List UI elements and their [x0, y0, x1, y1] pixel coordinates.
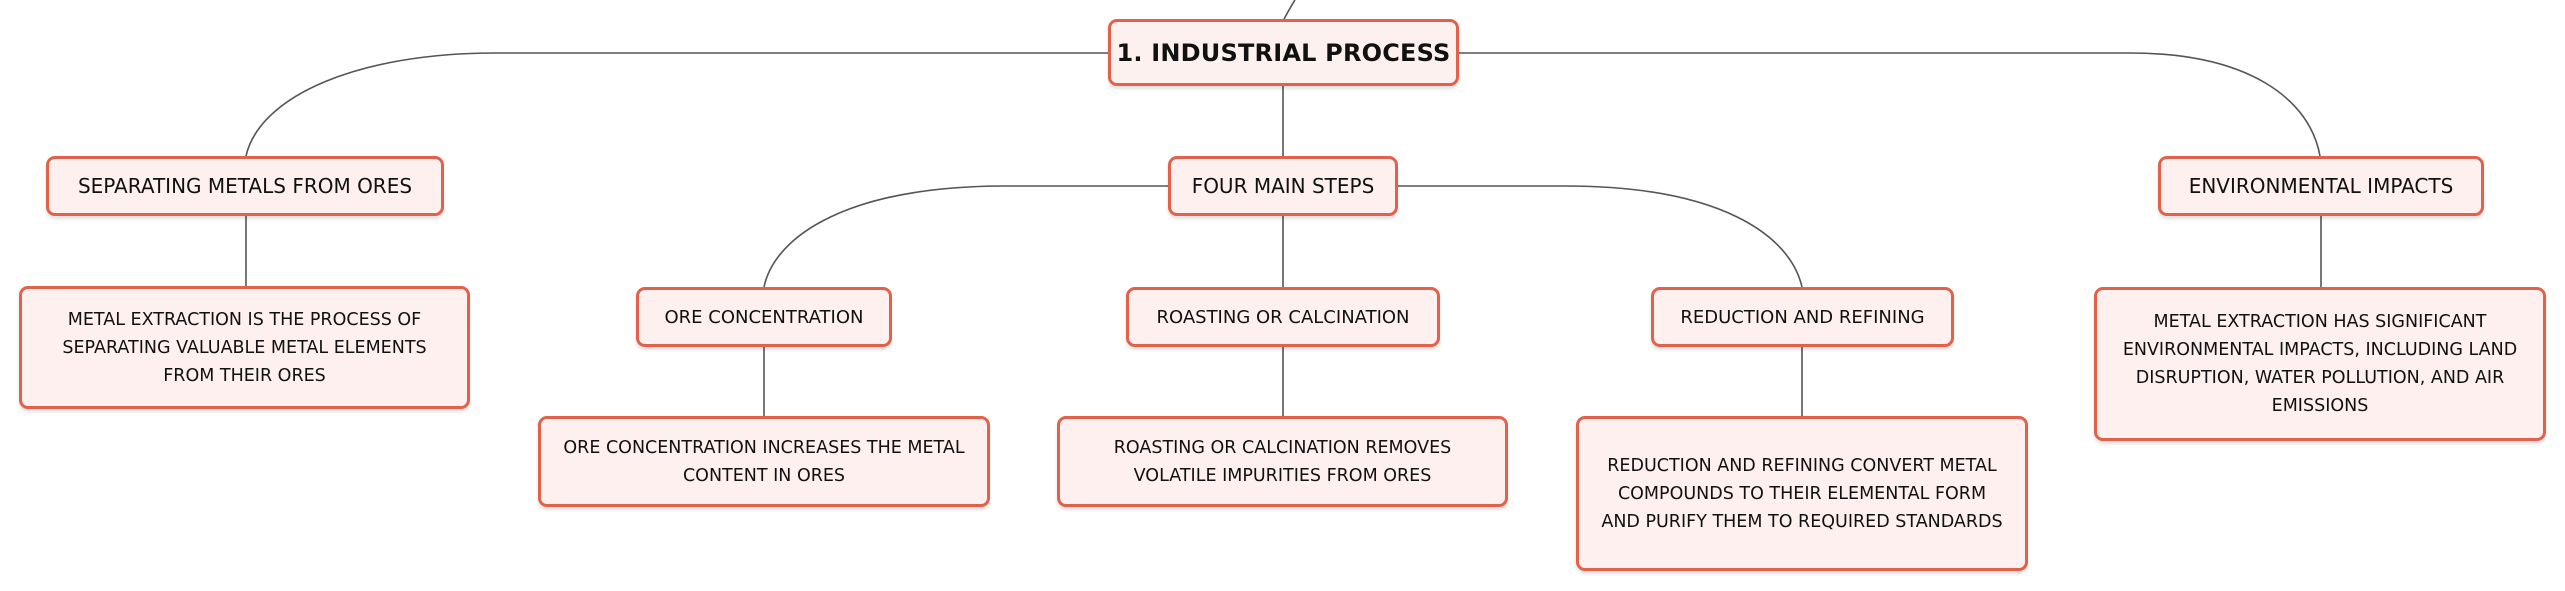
detail-node-roasting-or-calcination[interactable]: ROASTING OR CALCINATION REMOVES VOLATILE… — [1057, 416, 1508, 507]
branch-node-four-main-steps[interactable]: FOUR MAIN STEPS — [1168, 156, 1398, 216]
detail-node-separating-metals[interactable]: METAL EXTRACTION IS THE PROCESS OF SEPAR… — [19, 286, 470, 409]
step-node-roasting-or-calcination[interactable]: ROASTING OR CALCINATION — [1126, 287, 1440, 347]
branch-node-label: ENVIRONMENTAL IMPACTS — [2188, 174, 2454, 198]
root-node[interactable]: 1. INDUSTRIAL PROCESS — [1108, 19, 1459, 86]
detail-node-reduction-and-refining[interactable]: REDUCTION AND REFINING CONVERT METAL COM… — [1576, 416, 2028, 571]
step-node-reduction-and-refining[interactable]: REDUCTION AND REFINING — [1651, 287, 1954, 347]
step-node-label: ROASTING OR CALCINATION — [1156, 306, 1410, 328]
connector-parent-to-root — [1283, 0, 1296, 20]
step-node-ore-concentration[interactable]: ORE CONCENTRATION — [636, 287, 892, 347]
root-node-label: 1. INDUSTRIAL PROCESS — [1116, 38, 1451, 67]
branch-node-label: SEPARATING METALS FROM ORES — [77, 174, 413, 198]
branch-node-label: FOUR MAIN STEPS — [1191, 174, 1375, 198]
detail-node-text: ROASTING OR CALCINATION REMOVES VOLATILE… — [1113, 437, 1452, 486]
detail-node-text: METAL EXTRACTION IS THE PROCESS OF SEPAR… — [62, 309, 427, 386]
detail-node-text: REDUCTION AND REFINING CONVERT METAL COM… — [1601, 455, 2003, 532]
step-node-label: REDUCTION AND REFINING — [1680, 306, 1925, 328]
connector-root-to-separating — [245, 52, 1108, 157]
branch-node-separating-metals[interactable]: SEPARATING METALS FROM ORES — [46, 156, 444, 216]
detail-node-environmental-impacts[interactable]: METAL EXTRACTION HAS SIGNIFICANT ENVIRON… — [2094, 287, 2546, 441]
branch-node-environmental-impacts[interactable]: ENVIRONMENTAL IMPACTS — [2158, 156, 2484, 216]
connector-four-steps-to-ore — [763, 185, 1168, 288]
detail-node-ore-concentration[interactable]: ORE CONCENTRATION INCREASES THE METAL CO… — [538, 416, 990, 507]
connector-four-steps-to-reduction — [1398, 185, 1803, 288]
connector-root-to-environmental — [1459, 52, 2321, 157]
detail-node-text: ORE CONCENTRATION INCREASES THE METAL CO… — [563, 437, 965, 486]
detail-node-text: METAL EXTRACTION HAS SIGNIFICANT ENVIRON… — [2122, 312, 2518, 416]
step-node-label: ORE CONCENTRATION — [664, 306, 864, 328]
